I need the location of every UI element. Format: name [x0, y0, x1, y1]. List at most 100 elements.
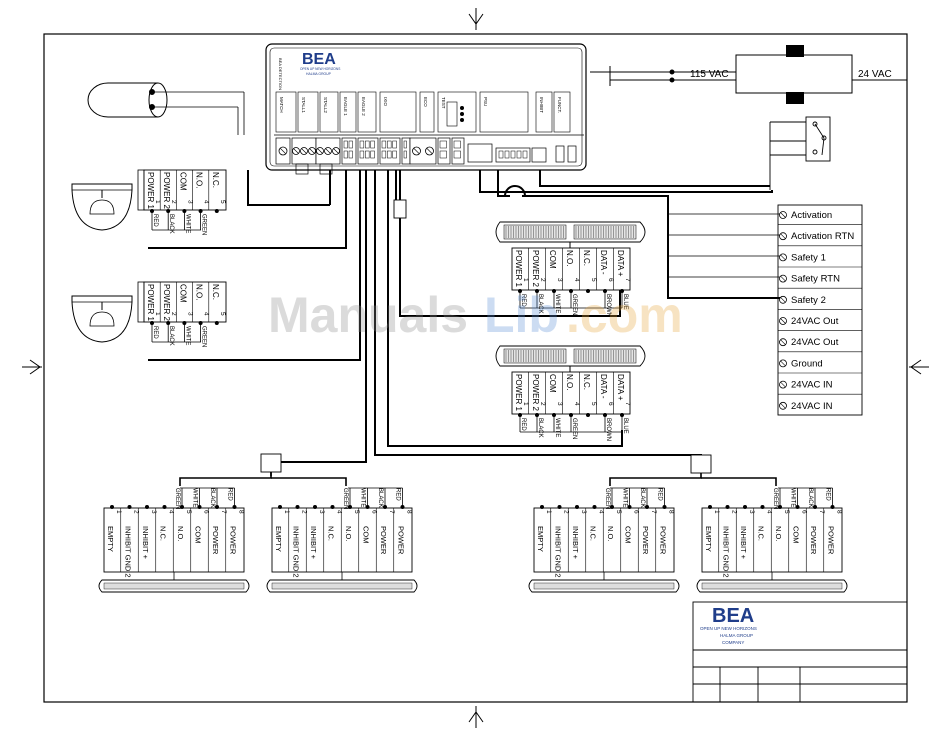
threshold-pin-label: INHIBIT GND 2: [722, 526, 731, 578]
threshold-wire-color: RED: [395, 488, 401, 501]
watermark-part1: Manuals: [268, 287, 468, 343]
threshold-wire-color: WHITE: [622, 488, 628, 507]
presence-wire-color: BLUE: [622, 418, 628, 434]
threshold-pin-label: N.C.: [159, 526, 168, 541]
presence-pin-number: 4: [573, 278, 580, 282]
controller-slot: [379, 91, 417, 133]
logo-group: HALMA GROUP: [306, 72, 332, 76]
connector: [495, 147, 531, 163]
presence-pin-label: COM: [548, 250, 557, 269]
controller-slot-label: EAGLE 1: [343, 97, 348, 116]
presence-pin-label: N.O.: [565, 250, 574, 266]
motion-pin-label: POWER 2: [162, 284, 171, 321]
motion-pin-label: POWER 1: [146, 284, 155, 321]
threshold-wire-color: RED: [825, 488, 831, 501]
terminal-label: 24VAC IN: [791, 380, 833, 391]
controller-slot: [339, 91, 357, 133]
controller-slot: [319, 91, 339, 133]
presence-pin-label: COM: [548, 374, 557, 393]
title-logo-company: COMPANY: [722, 640, 744, 645]
motion-pin-label: POWER 2: [162, 172, 171, 209]
pushbutton-wires: [152, 91, 245, 135]
terminal-label: Safety RTN: [791, 274, 840, 285]
jumper-loop: [504, 185, 526, 197]
threshold-pin-label: N.C.: [327, 526, 336, 541]
threshold-pin-number: 4: [598, 510, 605, 514]
threshold-wire-color: BLACK: [807, 488, 813, 508]
terminal-label: Safety 2: [791, 295, 826, 306]
presence-pin-label: DATA -: [599, 374, 608, 399]
drawing-border: [43, 33, 908, 703]
threshold-pin-label: N.O.: [606, 526, 615, 541]
dip-switch: [555, 145, 565, 163]
threshold-pin-number: 2: [301, 510, 308, 514]
terminal-screw: [308, 147, 316, 155]
threshold-pin-number: 6: [633, 510, 640, 514]
terminal-screw: [278, 146, 288, 156]
presence-pin-number: 3: [556, 402, 563, 406]
threshold-pin-number: 2: [133, 510, 140, 514]
presence-wire-color: WHITE: [554, 294, 560, 313]
presence-wire-color: BLACK: [537, 418, 543, 438]
threshold-pin-number: 3: [748, 510, 755, 514]
controller-side-text: BEA DETECTION: [278, 58, 283, 90]
motion-pin-label: N.O.: [195, 284, 204, 300]
threshold-pin-number: 6: [203, 510, 210, 514]
terminal-label: Activation RTN: [791, 231, 854, 242]
threshold-wire-color: GREEN: [342, 488, 348, 509]
motion-pin-number: 4: [203, 200, 210, 204]
watermark-part3: .com: [566, 287, 683, 343]
controller-led: [460, 106, 464, 110]
terminal-screw: [779, 232, 787, 241]
controller-slot-label: STALL1: [301, 97, 306, 113]
threshold-pin-number: 3: [150, 510, 157, 514]
threshold-pin-number: 5: [185, 510, 192, 514]
threshold-pin-number: 4: [168, 510, 175, 514]
threshold-pin-number: 5: [783, 510, 790, 514]
threshold-wire-color: WHITE: [360, 488, 366, 507]
motion-pin-number: 4: [203, 312, 210, 316]
motion-pin-label: COM: [178, 172, 187, 191]
controller-slot: [275, 91, 297, 133]
presence-pin-label: POWER 1: [514, 250, 523, 287]
presence-wire-color: BROWN: [605, 418, 611, 441]
threshold-wire-color: GREEN: [604, 488, 610, 509]
motion-wire-color: WHITE: [184, 214, 190, 233]
threshold-pin-number: 2: [731, 510, 738, 514]
terminal-screw: [779, 295, 787, 304]
threshold-pin-label: COM: [362, 526, 371, 544]
title-logo-group: HALMA GROUP: [720, 633, 753, 638]
terminal-screw: [300, 147, 308, 155]
threshold-pin-label: N.O.: [344, 526, 353, 541]
presence-sensor-connector: [511, 371, 631, 415]
terminal-screw: [324, 147, 332, 155]
threshold-wire-color: RED: [657, 488, 663, 501]
controller-slot: [535, 91, 553, 133]
controller-display: [446, 101, 458, 127]
push-plate-activator: [87, 82, 168, 118]
presence-wire-color: RED: [520, 418, 526, 431]
threshold-pin-label: POWER: [827, 526, 836, 555]
motion-pin-number: 3: [186, 200, 193, 204]
terminal-screw: [779, 317, 787, 325]
threshold-pin-number: 4: [336, 510, 343, 514]
motion-pin-number: 5: [219, 312, 226, 316]
threshold-pin-label: INHIBIT +: [739, 526, 748, 560]
terminal-label: Activation: [791, 210, 832, 221]
presence-wire-color: GREEN: [571, 418, 577, 439]
threshold-pin-number: 1: [713, 510, 720, 514]
presence-pin-number: 2: [539, 402, 546, 406]
terminal-screw: [332, 147, 340, 155]
threshold-pin-label: INHIBIT +: [571, 526, 580, 560]
threshold-pin-label: N.O.: [176, 526, 185, 541]
transformer: [735, 45, 853, 104]
presence-wire-color: BROWN: [605, 294, 611, 317]
title-logo-tagline: OPEN UP NEW HORIZONS: [700, 626, 757, 631]
controller-logo: BEA OPEN UP NEW HORIZONS HALMA GROUP: [300, 51, 340, 76]
terminal-screw: [779, 338, 787, 347]
terminal-screw: [292, 147, 300, 155]
